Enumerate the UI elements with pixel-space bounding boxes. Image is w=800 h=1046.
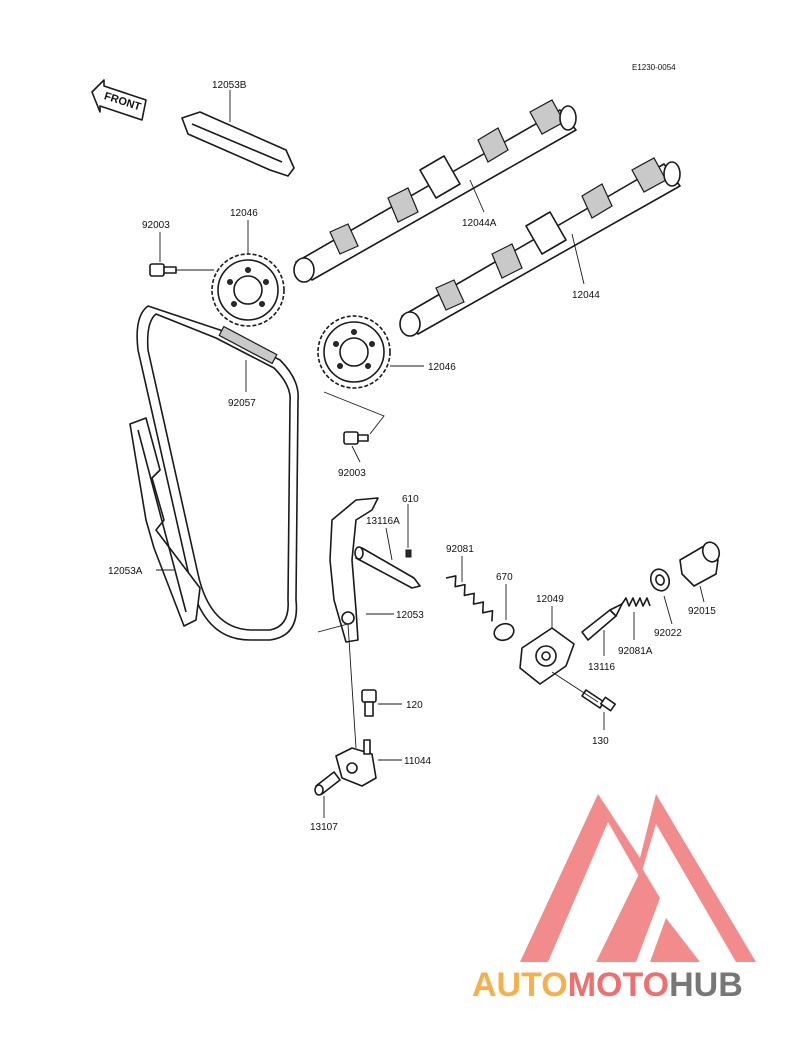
clip-610 (405, 549, 412, 558)
diagram-code: E1230-0054 (632, 63, 676, 72)
leader-130 (551, 671, 605, 730)
leader-92003-mid (323, 391, 385, 463)
pin-13116A (354, 546, 421, 589)
front-arrow-icon: FRONT (91, 79, 147, 121)
pin-13107 (314, 771, 341, 796)
washer-92022 (649, 568, 671, 592)
cap-92015 (679, 541, 721, 587)
part-12049: 12049 (536, 594, 564, 605)
bolt-middle (343, 431, 369, 445)
washer-92022-hole (655, 574, 665, 586)
part-12053B: 12053B (212, 80, 247, 91)
part-13107: 13107 (310, 822, 338, 833)
part-92081: 92081 (446, 544, 474, 555)
rod-13116 (581, 603, 623, 641)
part-11044: 11044 (404, 756, 432, 767)
watermark-auto: AUTO (472, 966, 568, 1004)
watermark-logo-icon (520, 794, 756, 962)
part-610: 610 (402, 494, 419, 505)
tensioner-body (519, 627, 575, 685)
leader-11044 (317, 623, 402, 761)
leader-92022 (663, 595, 673, 625)
tensioner-arm (329, 497, 379, 643)
part-13116A: 13116A (366, 516, 400, 527)
part-92003-mid: 92003 (338, 468, 366, 479)
part-92057: 92057 (228, 398, 256, 409)
bolt-120 (361, 689, 377, 717)
chain-guide-top (181, 111, 295, 177)
watermark-moto: MOTO (568, 966, 669, 1004)
leader-92003-top (159, 232, 214, 271)
spring-92081 (445, 575, 494, 622)
watermark-hub: HUB (669, 966, 743, 1004)
bracket-11044 (335, 739, 377, 787)
camshaft-upper (293, 99, 577, 283)
part-130: 130 (592, 736, 609, 747)
watermark-text: AUTOMOTOHUB (472, 966, 743, 1004)
part-120: 120 (406, 700, 423, 711)
timing-chain (136, 305, 299, 641)
part-13116: 13116 (588, 662, 616, 673)
sprocket-top (211, 253, 285, 327)
leader-92015 (699, 585, 705, 603)
part-12046-mid: 12046 (428, 362, 456, 373)
bolt-top (149, 263, 177, 277)
chain-guide-left (129, 417, 201, 627)
part-92081A: 92081A (618, 646, 653, 657)
part-12044A: 12044A (462, 218, 497, 229)
camshaft-lower (399, 157, 681, 337)
spring-92081A (621, 597, 651, 607)
part-12046-top: 12046 (230, 208, 258, 219)
part-92022: 92022 (654, 628, 682, 639)
part-92003-top: 92003 (142, 220, 170, 231)
sprocket-middle (317, 315, 391, 389)
part-12053: 12053 (396, 610, 424, 621)
part-670: 670 (496, 572, 513, 583)
leader-12044A (469, 179, 485, 213)
part-12044: 12044 (572, 290, 600, 301)
part-12053A: 12053A (108, 566, 143, 577)
o-ring-670 (493, 622, 515, 642)
part-92015: 92015 (688, 606, 716, 617)
leader-13116A (385, 527, 393, 561)
bolt-130 (581, 689, 617, 712)
leader-12044 (571, 233, 585, 285)
